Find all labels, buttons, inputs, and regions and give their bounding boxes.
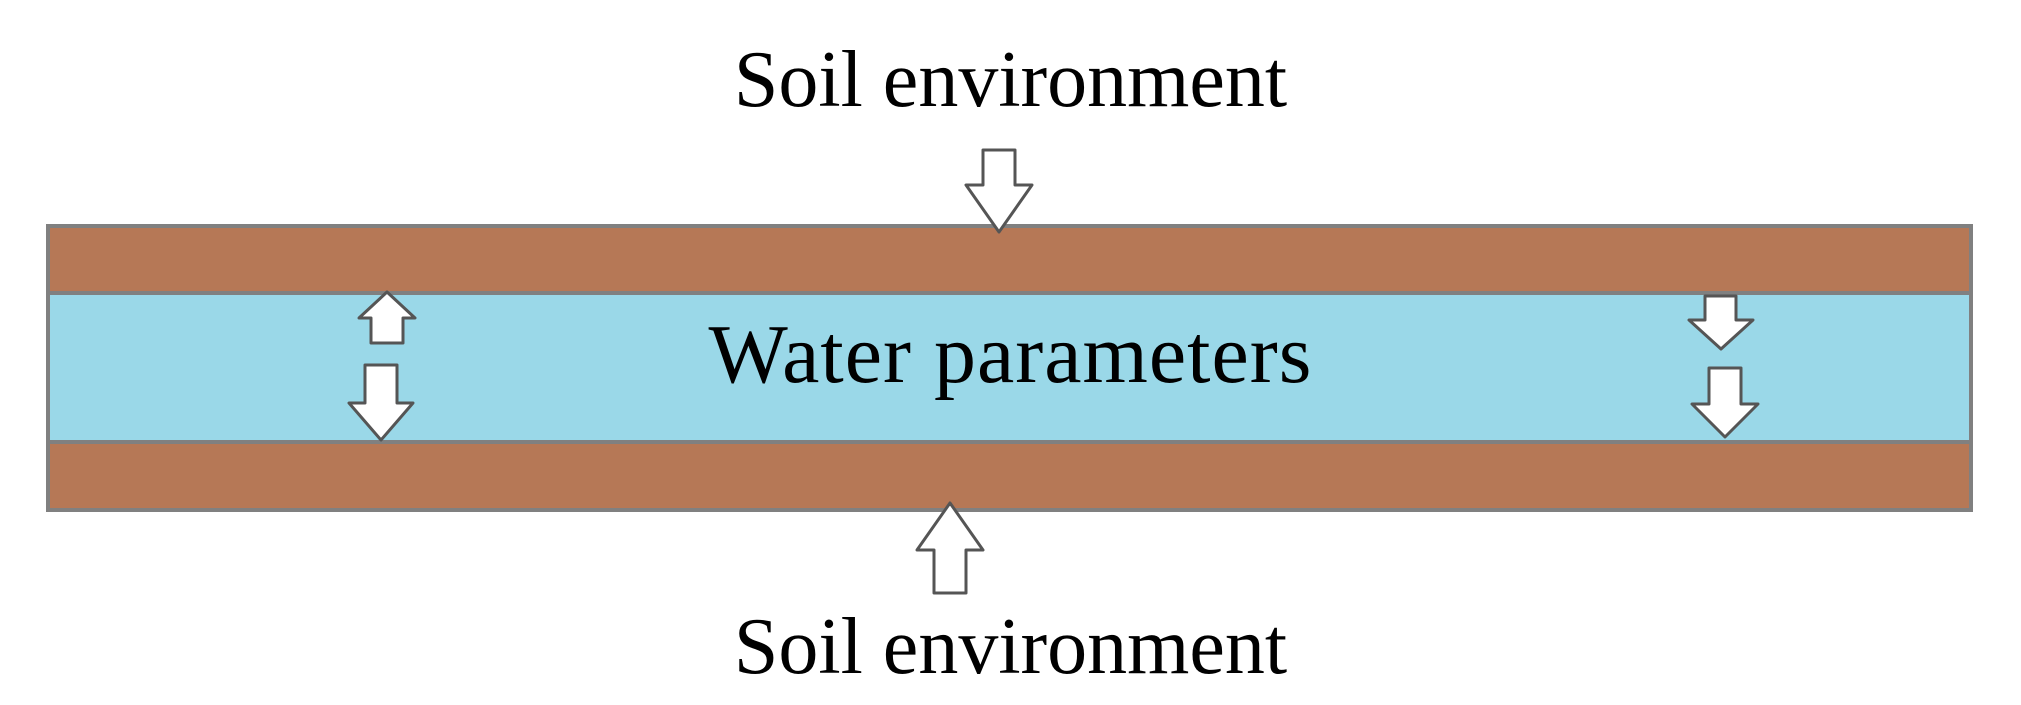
upper-soil-layer (46, 224, 1973, 295)
arrow-down-icon (1687, 294, 1755, 351)
arrow-up-icon (357, 290, 417, 345)
arrow-down-icon (964, 148, 1034, 234)
center-label: Water parameters (708, 308, 1313, 401)
arrow-down-icon (1690, 366, 1760, 439)
bottom-label: Soil environment (733, 603, 1288, 691)
lower-soil-layer (46, 440, 1973, 512)
arrow-up-icon (915, 501, 985, 595)
arrow-down-icon (347, 363, 415, 442)
top-label: Soil environment (733, 36, 1288, 124)
